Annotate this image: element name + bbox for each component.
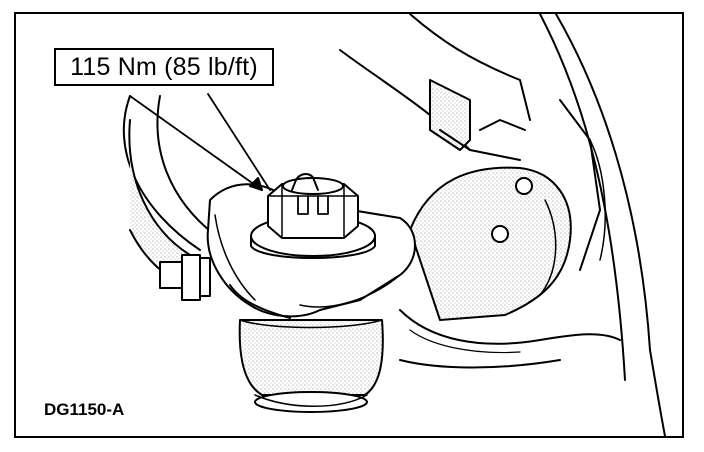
wheel-hub-outline (539, 14, 666, 436)
callout-leader-lines (129, 93, 271, 191)
castellated-nut (267, 177, 359, 239)
torque-spec-label: 115 Nm (85 lb/ft) (70, 52, 258, 81)
cotter-pin (291, 173, 319, 191)
torque-callout: 115 Nm (85 lb/ft) (54, 48, 274, 86)
threaded-end (159, 254, 211, 301)
ball-socket-boot (238, 319, 384, 413)
figure-id-label: DG1150-A (44, 400, 125, 419)
lower-arm (399, 309, 621, 369)
steering-arm (409, 166, 572, 321)
steering-knuckle (339, 14, 606, 271)
callout-arrowhead (249, 177, 263, 191)
